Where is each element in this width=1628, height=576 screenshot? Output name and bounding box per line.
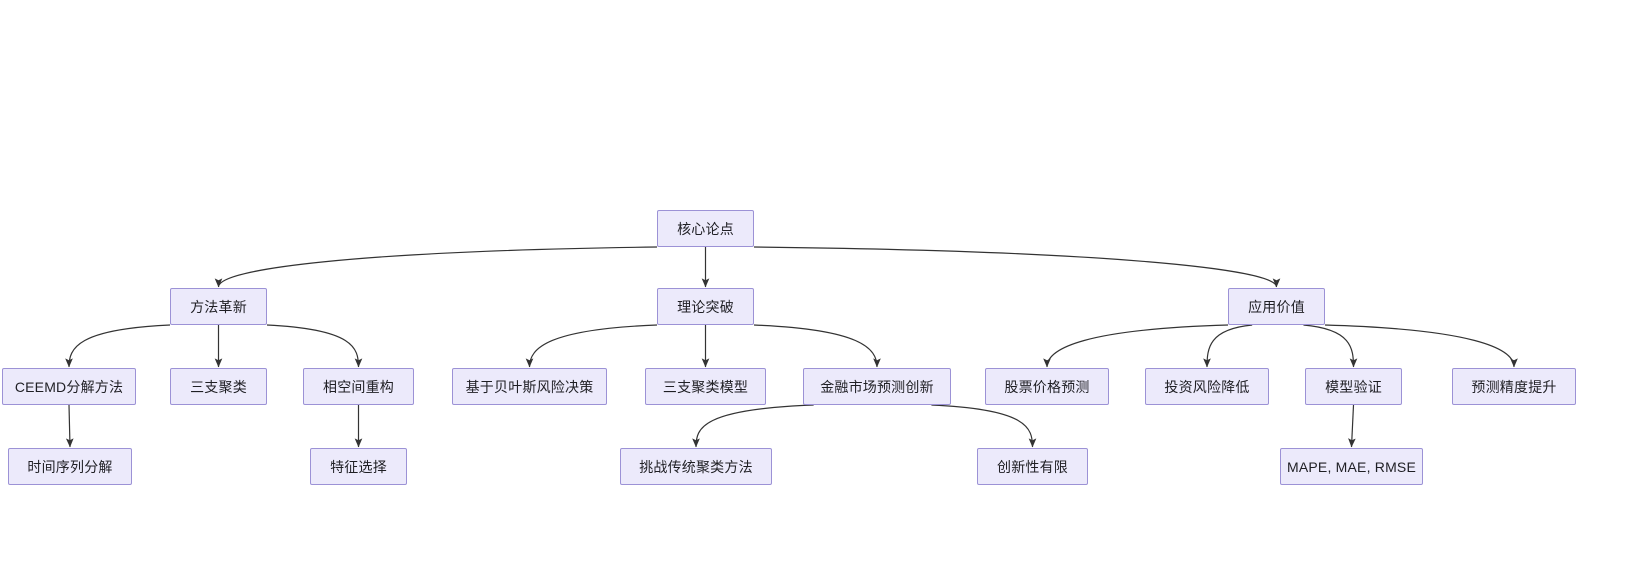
flow-edge-root-to-l1a xyxy=(214,246,658,288)
flow-node-l1a[interactable]: 方法革新 xyxy=(170,288,267,325)
flow-node-label: 三支聚类模型 xyxy=(662,378,749,395)
flow-node-label: 相空间重构 xyxy=(323,378,394,395)
flow-node-label: 方法革新 xyxy=(190,298,247,315)
flow-node-l3e[interactable]: MAPE, MAE, RMSE xyxy=(1280,448,1423,485)
flow-node-label: 应用价值 xyxy=(1248,298,1305,315)
flow-node-l3b[interactable]: 特征选择 xyxy=(310,448,407,485)
flow-node-label: 核心论点 xyxy=(677,220,734,237)
flow-node-l2h[interactable]: 投资风险降低 xyxy=(1145,368,1269,405)
flow-node-label: 金融市场预测创新 xyxy=(820,378,934,395)
flow-node-l2i[interactable]: 模型验证 xyxy=(1305,368,1402,405)
flow-node-l2b[interactable]: 三支聚类 xyxy=(170,368,267,405)
flow-node-label: 投资风险降低 xyxy=(1164,378,1250,395)
flow-node-l1b[interactable]: 理论突破 xyxy=(657,288,754,325)
flow-node-l2j[interactable]: 预测精度提升 xyxy=(1452,368,1576,405)
flow-node-label: MAPE, MAE, RMSE xyxy=(1286,458,1417,475)
flow-edge-l1c-to-l2j xyxy=(1324,324,1518,368)
flow-edge-l2a-to-l3a xyxy=(65,404,74,448)
flow-node-label: 挑战传统聚类方法 xyxy=(639,458,753,475)
flow-node-label: 理论突破 xyxy=(677,298,734,315)
flow-node-root[interactable]: 核心论点 xyxy=(657,210,754,247)
flow-node-label: CEEMD分解方法 xyxy=(14,378,124,395)
flow-node-label: 股票价格预测 xyxy=(1004,378,1090,395)
flow-node-l3d[interactable]: 创新性有限 xyxy=(977,448,1088,485)
flow-node-l2d[interactable]: 基于贝叶斯风险决策 xyxy=(452,368,607,405)
flow-node-label: 预测精度提升 xyxy=(1471,378,1557,395)
flow-node-label: 三支聚类 xyxy=(190,378,247,395)
flow-node-l2g[interactable]: 股票价格预测 xyxy=(985,368,1109,405)
flow-node-l3a[interactable]: 时间序列分解 xyxy=(8,448,132,485)
flow-node-label: 基于贝叶斯风险决策 xyxy=(465,378,594,395)
flow-edge-l1b-to-l2d xyxy=(525,324,658,368)
flow-edge-l1c-to-l2i xyxy=(1303,324,1358,368)
flow-edge-root-to-l1c xyxy=(753,246,1281,288)
flow-node-l1c[interactable]: 应用价值 xyxy=(1228,288,1325,325)
flow-edge-l1c-to-l2g xyxy=(1043,324,1229,368)
flow-node-label: 模型验证 xyxy=(1325,378,1382,395)
flow-node-l2f[interactable]: 金融市场预测创新 xyxy=(803,368,951,405)
flow-edge-l2f-to-l3c xyxy=(692,404,814,448)
flow-edge-l2i-to-l3e xyxy=(1348,404,1356,448)
flow-edge-l2f-to-l3d xyxy=(931,404,1037,448)
flow-node-l2c[interactable]: 相空间重构 xyxy=(303,368,414,405)
flow-node-l3c[interactable]: 挑战传统聚类方法 xyxy=(620,448,772,485)
flow-edge-l1c-to-l2h xyxy=(1203,324,1253,368)
flow-node-label: 时间序列分解 xyxy=(27,458,113,475)
flow-node-l2a[interactable]: CEEMD分解方法 xyxy=(2,368,136,405)
flow-edge-l1a-to-l2a xyxy=(65,324,171,368)
flow-node-label: 特征选择 xyxy=(330,458,387,475)
flow-node-l2e[interactable]: 三支聚类模型 xyxy=(645,368,766,405)
flow-edge-l1a-to-l2c xyxy=(266,324,363,368)
flow-node-label: 创新性有限 xyxy=(997,458,1068,475)
flow-edge-l1b-to-l2f xyxy=(753,324,881,368)
